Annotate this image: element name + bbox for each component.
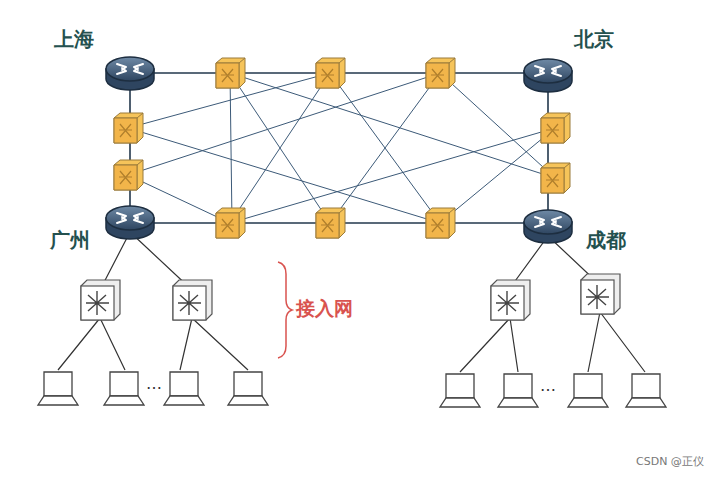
- router-node: 上海: [104, 51, 156, 95]
- router-node: 成都: [522, 204, 574, 248]
- region-label: 接入网: [296, 299, 353, 318]
- watermark: CSDN @正仪: [636, 456, 704, 467]
- router-node: 北京: [522, 53, 574, 97]
- router-node: 广州: [104, 200, 156, 244]
- ellipsis: …: [146, 376, 162, 392]
- ellipsis: …: [540, 378, 556, 394]
- city-label: 广州: [50, 230, 90, 250]
- city-label: 成都: [586, 230, 626, 250]
- city-label: 北京: [574, 29, 614, 49]
- city-label: 上海: [54, 29, 94, 49]
